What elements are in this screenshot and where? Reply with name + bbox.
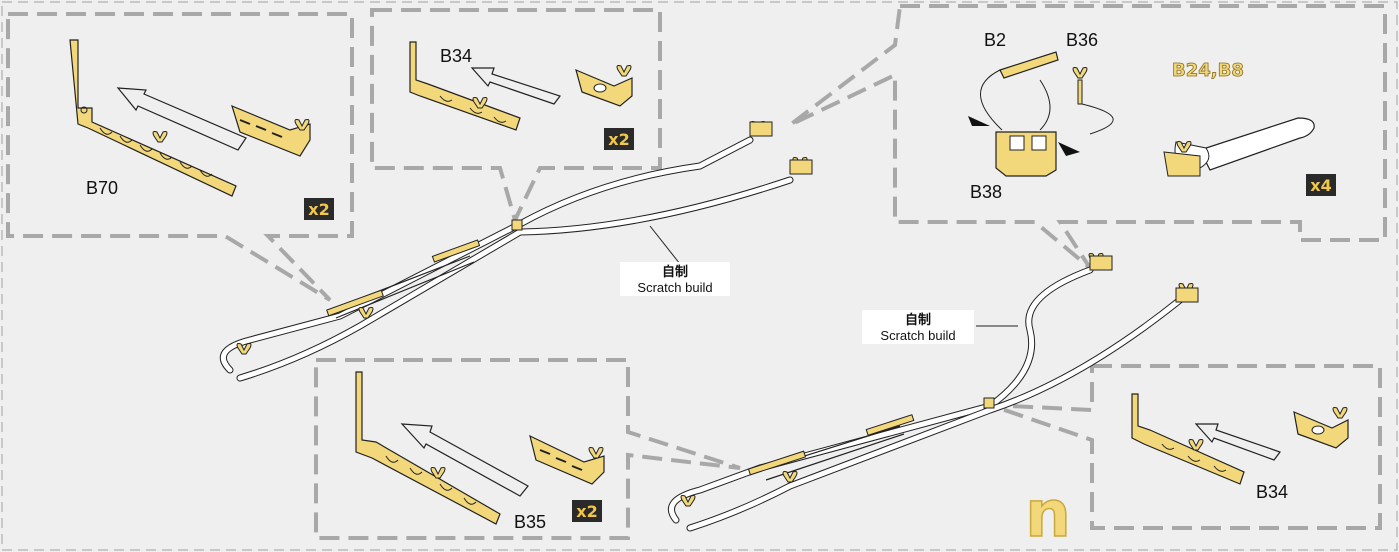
note-scratch-en-lower: Scratch build xyxy=(880,328,955,343)
arrow-outline-bot-right xyxy=(1194,423,1281,461)
svg-text:x4: x4 xyxy=(1310,176,1331,195)
arrow-outline-top-left xyxy=(116,87,247,151)
note-scratch-cn-lower: 自制 xyxy=(905,312,931,328)
part-b34-strip-top xyxy=(409,41,521,131)
part-b2-plate xyxy=(999,51,1059,79)
part-rope-end-detail xyxy=(1163,117,1315,177)
leader-scratch-upper xyxy=(649,225,681,265)
callout-frame-top-left xyxy=(6,12,354,302)
qty-badge-top-left: x2 xyxy=(304,198,334,220)
qty-badge-bot-mid: x2 xyxy=(572,500,602,522)
part-clamp-block-bot-mid xyxy=(529,434,605,485)
part-b35-strip xyxy=(355,371,501,525)
note-scratch-lower: 自制 Scratch build xyxy=(862,310,974,344)
part-b38-bracket xyxy=(968,116,1080,177)
qty-badge-top-right: x4 xyxy=(1306,174,1336,196)
arrow-outline-top-mid xyxy=(470,67,561,105)
label-b38: B38 xyxy=(970,182,1002,202)
label-b35: B35 xyxy=(514,512,546,532)
label-b34-top: B34 xyxy=(440,46,472,66)
svg-text:x2: x2 xyxy=(308,200,329,219)
svg-text:x2: x2 xyxy=(608,130,629,149)
cable-assembly-upper xyxy=(219,121,813,382)
callout-frame-top-mid xyxy=(370,8,662,226)
part-b34-strip-bottom xyxy=(1131,393,1245,485)
part-clamp-small-bot-right xyxy=(1293,407,1349,449)
step-letter: n xyxy=(1025,478,1071,552)
note-scratch-cn-upper: 自制 xyxy=(662,264,688,280)
part-clamp-block-top-left xyxy=(231,104,311,157)
label-b24-b8: B24,B8 xyxy=(1172,60,1244,81)
assembly-guide-lines xyxy=(980,69,1114,135)
label-b36: B36 xyxy=(1066,30,1098,50)
note-scratch-upper: 自制 Scratch build xyxy=(620,262,730,296)
note-scratch-en-upper: Scratch build xyxy=(637,280,712,295)
label-b34-bottom: B34 xyxy=(1256,482,1288,502)
part-b70-strip xyxy=(69,39,237,197)
callout-frame-bot-mid xyxy=(314,358,741,540)
label-b70: B70 xyxy=(86,178,118,198)
label-b2: B2 xyxy=(984,30,1006,50)
arrow-outline-bot-mid xyxy=(400,423,529,497)
cable-assembly-lower xyxy=(668,253,1199,532)
part-clamp-small-top-mid xyxy=(575,65,633,107)
svg-text:x2: x2 xyxy=(576,502,597,521)
qty-badge-top-mid: x2 xyxy=(604,128,634,150)
